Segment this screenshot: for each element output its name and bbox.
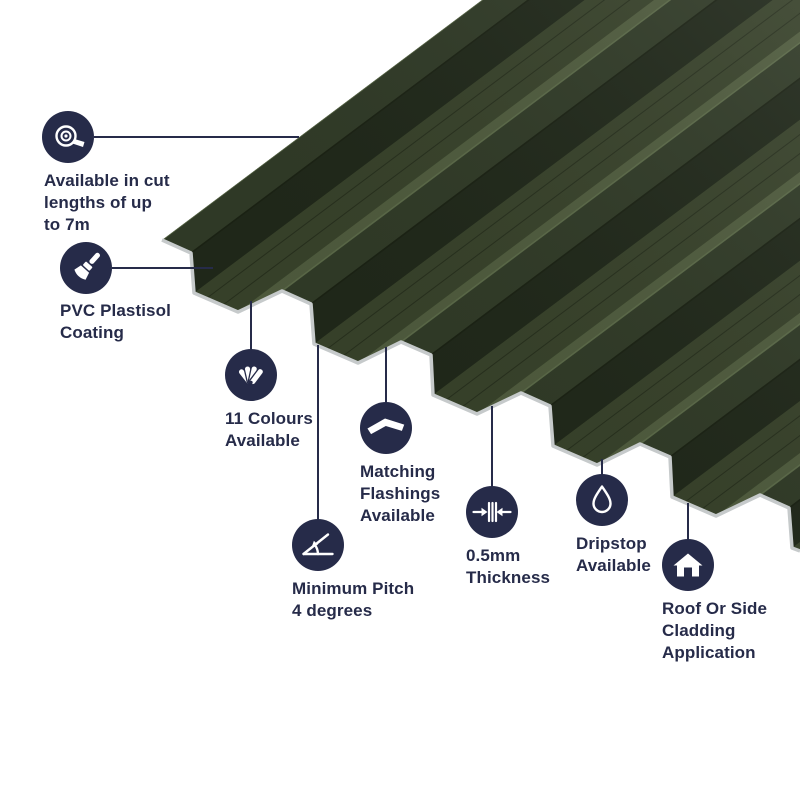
house-icon xyxy=(662,539,714,591)
droplet-icon xyxy=(576,474,628,526)
pitch-angle-icon xyxy=(292,519,344,571)
callout-label: 0.5mm Thickness xyxy=(466,546,551,587)
callout-line xyxy=(491,406,493,487)
callout-label: Available in cut lengths of up to 7m xyxy=(44,171,170,234)
callout-icon-circle xyxy=(225,349,277,401)
callout-label: Minimum Pitch 4 degrees xyxy=(292,579,415,620)
thickness-icon xyxy=(466,486,518,538)
callout-line xyxy=(687,503,689,540)
sheet-cut-edge xyxy=(161,238,800,553)
colour-fan-icon xyxy=(225,349,277,401)
callout-line xyxy=(601,459,603,475)
callout-icon-circle xyxy=(466,486,518,538)
callout-icon-circle xyxy=(42,111,94,163)
callout-line xyxy=(94,136,299,138)
callout-label: Matching Flashings Available xyxy=(360,462,441,525)
callout-label: 11 Colours Available xyxy=(225,409,313,450)
callout-line xyxy=(112,267,213,269)
callout-icon-circle xyxy=(60,242,112,294)
callout-line xyxy=(385,347,387,403)
callout-icon-circle xyxy=(292,519,344,571)
callout-icon-circle xyxy=(662,539,714,591)
callout-line xyxy=(250,301,252,351)
tape-measure-icon xyxy=(42,111,94,163)
callout-label: Dripstop Available xyxy=(576,534,651,575)
flashing-icon xyxy=(360,402,412,454)
callout-label: Roof Or Side Cladding Application xyxy=(662,599,768,662)
callout-icon-circle xyxy=(576,474,628,526)
callout-line xyxy=(317,345,319,520)
callout-label: PVC Plastisol Coating xyxy=(60,301,171,342)
paint-brush-icon xyxy=(60,242,112,294)
callout-icon-circle xyxy=(360,402,412,454)
